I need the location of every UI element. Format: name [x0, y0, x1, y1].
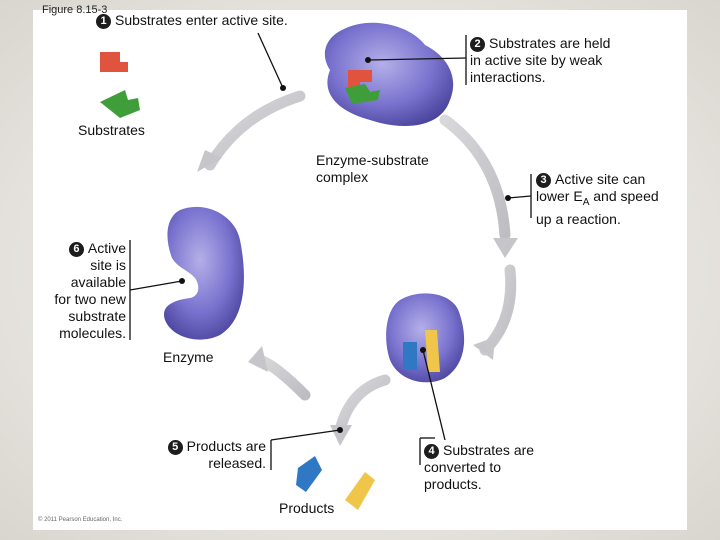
step5-line1: Products are [186, 438, 266, 454]
step4-line2: converted to [424, 459, 502, 475]
bound-product-blue [403, 342, 417, 370]
step6-line3: available [70, 274, 126, 290]
enzyme-label: Enzyme [163, 349, 214, 365]
substrate-red-shape [100, 52, 128, 72]
step2-line2: in active site by weak [470, 52, 603, 68]
arrowhead-top-left [197, 150, 222, 172]
enzyme-substrate-complex-shape [324, 22, 454, 126]
step3-line2-subscript: A [582, 196, 590, 208]
step6-line5: substrate [68, 308, 126, 324]
step3-number-badge: 3 [536, 173, 551, 188]
enzyme-substrate-complex-label: Enzyme-substrate complex [316, 152, 429, 186]
enzyme-shape [164, 206, 244, 340]
product-blue-shape [296, 456, 322, 492]
copyright-notice: © 2011 Pearson Education, Inc. [38, 517, 123, 523]
substrates-label: Substrates [78, 122, 145, 138]
complex-label-line1: Enzyme-substrate [316, 152, 429, 168]
step5-line2: released. [208, 455, 266, 471]
step6-number-badge: 6 [68, 242, 84, 257]
step3-line3: up a reaction. [536, 210, 621, 227]
substrate-green-shape [100, 90, 140, 118]
cycle-arrow-right [479, 264, 517, 356]
arrowhead-top-right [493, 238, 518, 258]
arrowhead-right [473, 337, 495, 360]
leader-lines [129, 32, 532, 470]
step6-line2: site is [90, 257, 126, 273]
bound-substrate-red [348, 70, 372, 88]
cycle-arrow-top-right [439, 114, 511, 241]
step6-line6: molecules. [59, 325, 126, 341]
leader-dots [179, 57, 511, 433]
bound-product-yellow [425, 330, 440, 372]
cycle-arrows [204, 90, 517, 436]
step2-line3: interactions. [470, 69, 546, 85]
arrowhead-bottom-left [248, 346, 268, 372]
cycle-arrow-top-left [204, 90, 306, 171]
complex-label-line2: complex [316, 169, 369, 185]
product-yellow-shape [345, 472, 375, 510]
step6-line4: for two new [54, 291, 126, 307]
step4-line1: Substrates are [443, 442, 535, 458]
cycle-arrow-bottom [334, 374, 391, 436]
step4-line3: products. [424, 476, 482, 492]
step3-caption: 3 Active site can lower EA and speed up a… [536, 171, 659, 228]
step1-text: Substrates enter active site. [115, 12, 288, 28]
bound-substrate-green [345, 84, 380, 104]
step2-number-badge: 2 [470, 37, 485, 52]
step1-caption: 1 Substrates enter active site. [96, 12, 288, 29]
figure-label: Figure 8.15-3 [42, 4, 108, 16]
step3-line1: Active site can [555, 171, 646, 187]
step2-caption: 2 Substrates are held in active site by w… [470, 35, 610, 86]
enzyme-product-complex-shape [386, 293, 465, 383]
step5-number-badge: 5 [167, 440, 183, 455]
products-label: Products [279, 500, 335, 516]
step2-line1: Substrates are held [489, 35, 611, 51]
cycle-arrow-bottom-left [254, 354, 311, 401]
step6-line1: Active [87, 240, 126, 256]
step4-caption: 4 Substrates are converted to products. [424, 442, 534, 493]
step3-line2-pre: lower E [536, 188, 583, 204]
step1-number-badge: 1 [96, 14, 111, 29]
step4-number-badge: 4 [424, 444, 439, 459]
step3-line2-post: and speed [589, 188, 659, 204]
